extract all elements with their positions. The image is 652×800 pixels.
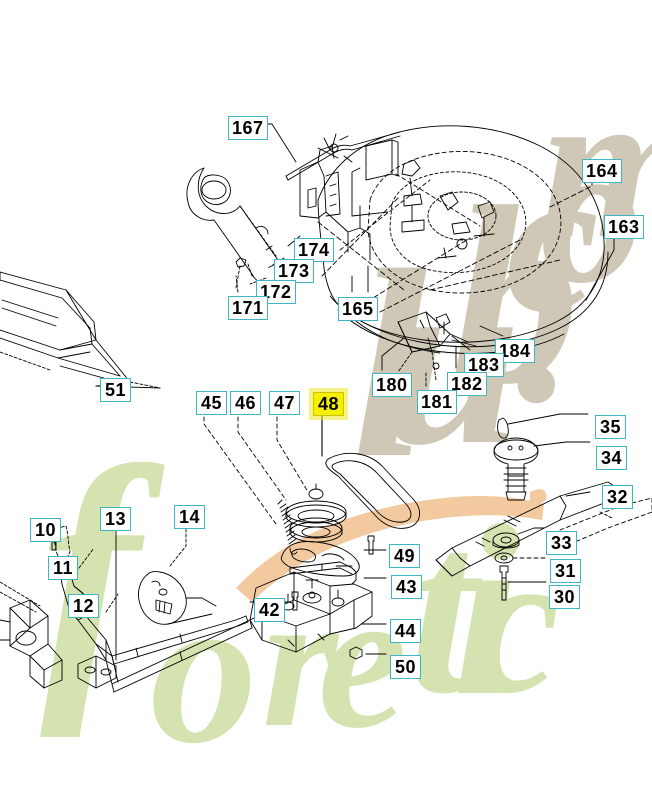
- callout-label-34[interactable]: 34: [596, 446, 628, 470]
- callout-label-46[interactable]: 46: [230, 391, 262, 415]
- callout-label-12[interactable]: 12: [68, 594, 100, 618]
- callout-label-180[interactable]: 180: [372, 373, 412, 397]
- callout-label-171[interactable]: 171: [228, 296, 268, 320]
- callout-label-13[interactable]: 13: [100, 507, 132, 531]
- callout-label-44[interactable]: 44: [390, 619, 422, 643]
- callout-label-32[interactable]: 32: [602, 485, 634, 509]
- callout-label-174[interactable]: 174: [294, 238, 334, 262]
- callout-label-167[interactable]: 167: [228, 116, 268, 140]
- callout-label-49[interactable]: 49: [389, 544, 421, 568]
- callout-label-11[interactable]: 11: [48, 556, 79, 580]
- callout-label-165[interactable]: 165: [338, 297, 378, 321]
- callout-label-35[interactable]: 35: [595, 415, 627, 439]
- callout-label-164[interactable]: 164: [582, 159, 622, 183]
- callout-label-47[interactable]: 47: [269, 391, 301, 415]
- callout-label-181[interactable]: 181: [417, 390, 457, 414]
- callout-label-163[interactable]: 163: [604, 215, 644, 239]
- callout-label-14[interactable]: 14: [174, 505, 206, 529]
- callout-label-184[interactable]: 184: [495, 339, 535, 363]
- callout-label-173[interactable]: 173: [274, 259, 314, 283]
- callout-label-51[interactable]: 51: [100, 378, 132, 402]
- callout-label-30[interactable]: 30: [549, 585, 581, 609]
- callout-label-33[interactable]: 33: [546, 531, 578, 555]
- callout-label-42[interactable]: 42: [254, 598, 286, 622]
- callout-label-50[interactable]: 50: [390, 655, 422, 679]
- callout-label-45[interactable]: 45: [196, 391, 228, 415]
- callout-label-31[interactable]: 31: [550, 559, 582, 583]
- callout-label-43[interactable]: 43: [391, 575, 423, 599]
- callout-label-48[interactable]: 48: [313, 392, 345, 416]
- callout-label-10[interactable]: 10: [30, 518, 62, 542]
- callout-label-182[interactable]: 182: [447, 372, 487, 396]
